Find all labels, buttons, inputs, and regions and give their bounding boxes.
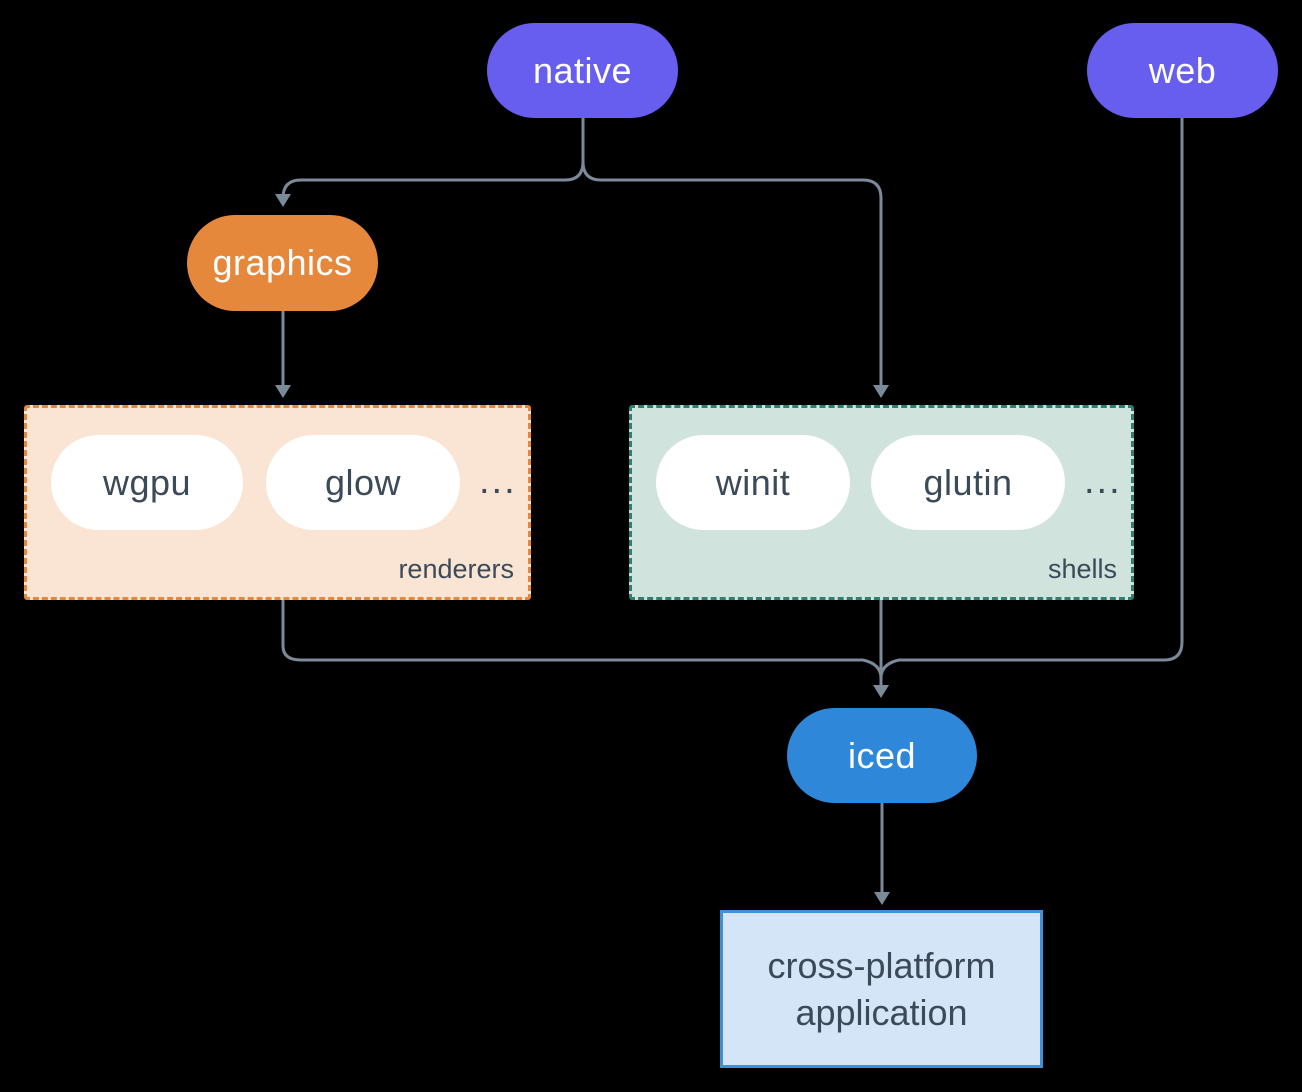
node-iced: iced <box>787 708 977 803</box>
node-graphics-label: graphics <box>212 242 353 283</box>
node-application: cross-platform application <box>720 910 1043 1068</box>
group-shells: winit glutin ... shells <box>629 405 1134 600</box>
node-native-label: native <box>532 49 633 91</box>
edge-native-to-graphics <box>281 161 585 199</box>
arrowhead-graphics <box>275 194 291 207</box>
arrowhead-renderers <box>275 385 291 398</box>
node-glutin: glutin <box>871 435 1065 530</box>
edge-renderers-to-merge <box>281 600 883 679</box>
node-web-label: web <box>1148 49 1217 91</box>
edge-web-to-merge <box>879 118 1184 679</box>
node-glutin-label: glutin <box>923 461 1013 503</box>
arrowhead-shells <box>873 385 889 398</box>
node-glow-label: glow <box>324 461 402 503</box>
node-application-label-line1: cross-platform <box>767 945 996 986</box>
node-graphics: graphics <box>187 215 378 311</box>
node-wgpu-label: wgpu <box>102 461 192 503</box>
arrowhead-app <box>874 892 890 905</box>
node-wgpu: wgpu <box>51 435 243 530</box>
node-application-label-line2: application <box>795 992 968 1033</box>
group-renderers: wgpu glow ... renderers <box>24 405 531 600</box>
group-renderers-label: renderers <box>398 554 514 584</box>
arrowhead-iced <box>873 685 889 698</box>
node-glow: glow <box>266 435 460 530</box>
shells-ellipsis: ... <box>1084 460 1122 502</box>
node-winit: winit <box>656 435 850 530</box>
node-iced-label: iced <box>847 734 917 776</box>
group-shells-label: shells <box>1047 554 1117 584</box>
node-native: native <box>487 23 678 118</box>
node-winit-label: winit <box>715 461 791 503</box>
edge-native-to-shells <box>581 161 883 385</box>
renderers-ellipsis: ... <box>479 460 517 502</box>
node-web: web <box>1087 23 1278 118</box>
